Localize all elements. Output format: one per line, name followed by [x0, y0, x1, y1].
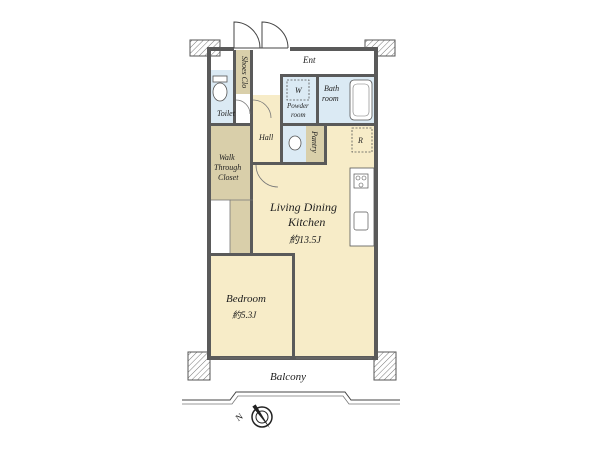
pantry-label: Pantry	[310, 130, 319, 153]
entrance-label: Ent	[302, 55, 316, 65]
walk-closet-label-line3: Closet	[218, 173, 239, 182]
balcony-label: Balcony	[270, 371, 306, 383]
shoes-closet-label: Shoes Clo	[240, 56, 249, 88]
balcony-outline	[182, 391, 400, 405]
ldk-label-line1: Living Dining	[269, 200, 337, 214]
bath-room-label-line1: Bath	[324, 84, 339, 93]
washer-label: W	[295, 86, 303, 95]
kitchen-sink	[353, 211, 369, 231]
compass-north-label: N	[234, 411, 245, 423]
bath-room-label-line2: room	[322, 94, 339, 103]
walk-closet-label-line1: Walk	[219, 153, 235, 162]
hall-label: Hall	[258, 133, 274, 142]
refrigerator-box	[351, 127, 373, 153]
walk-closet-notch	[210, 200, 230, 255]
doors	[220, 21, 372, 359]
bedroom-label: Bedroom	[226, 293, 266, 305]
fixtures	[212, 75, 375, 247]
bathtub	[349, 79, 373, 121]
hall-floor	[253, 95, 283, 163]
refrigerator-label: R	[357, 136, 363, 145]
entrance-floor	[253, 50, 375, 76]
structural-pillars	[187, 39, 397, 381]
powder-room-floor	[283, 76, 318, 125]
compass-icon: N	[234, 404, 273, 429]
ldk-area-label: 約13.5J	[289, 234, 322, 246]
walls	[207, 47, 378, 360]
bedroom-area-label: 約5.3J	[232, 310, 257, 320]
toilet-label: Toilet	[217, 109, 236, 118]
powder-room-label-line1: Powder	[286, 102, 309, 110]
washer-box	[286, 79, 310, 101]
room-labels: Ent Shoes Clo Toilet W Powder room Bath …	[214, 55, 363, 383]
bedroom-floor	[210, 255, 294, 358]
kitchen-counter	[349, 167, 375, 247]
pantry-floor	[306, 125, 324, 163]
ldk-label-line2: Kitchen	[287, 215, 325, 229]
powder-room-label-line2: room	[291, 111, 306, 119]
stove	[353, 173, 369, 189]
toilet-bowl	[212, 82, 228, 102]
toilet-tank	[212, 75, 228, 83]
washbasin	[288, 135, 302, 151]
walk-closet-label-line2: Through	[214, 163, 241, 172]
shoes-closet-floor	[236, 50, 253, 94]
